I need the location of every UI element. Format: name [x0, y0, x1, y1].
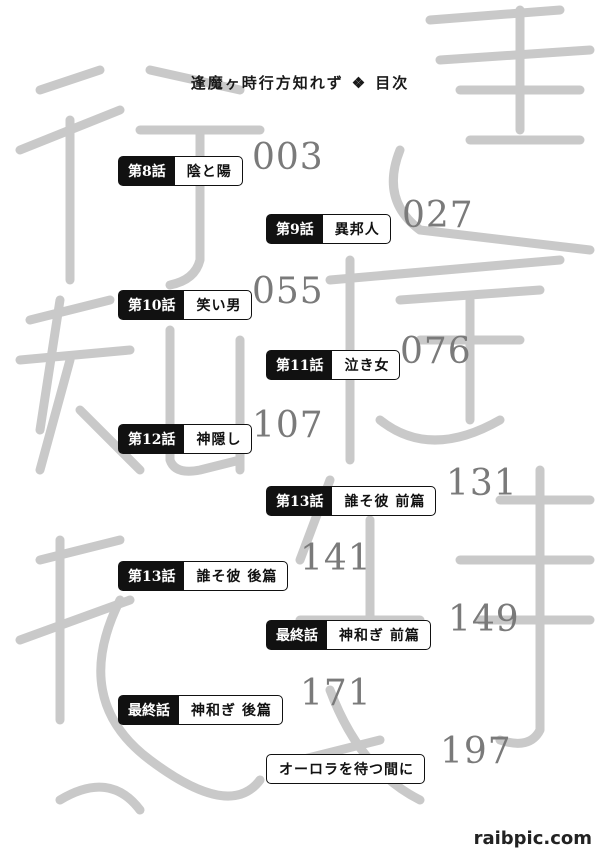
toc-entry[interactable]: 第13話 誰そ彼 前篇: [266, 486, 437, 516]
toc-entry[interactable]: 第9話 異邦人: [266, 214, 391, 244]
chapter-number: 第10話: [119, 291, 185, 319]
page-number: 197: [440, 731, 512, 772]
chapter-title: 泣き女: [344, 358, 390, 374]
toc-entry[interactable]: 第10話 笑い男: [118, 290, 253, 320]
chapter-number: 第13話: [119, 562, 185, 590]
toc-header: 逢魔ヶ時行方知れず ❖ 目次: [0, 72, 600, 93]
toc-entry[interactable]: 第13話 誰そ彼 後篇: [118, 561, 289, 591]
chapter-number: 第11話: [267, 351, 333, 379]
page-number: 107: [252, 405, 324, 446]
manga-title: 逢魔ヶ時行方知れず: [190, 74, 344, 92]
page-number: 027: [402, 195, 474, 236]
chapter-title: 誰そ彼 前篇: [344, 494, 426, 510]
toc-entry[interactable]: 第12話 神隠し: [118, 424, 253, 454]
chapter-title: 誰そ彼 後篇: [196, 569, 278, 585]
toc-label: 目次: [375, 74, 410, 92]
chapter-title: 神和ぎ 前篇: [339, 628, 420, 644]
toc-entry[interactable]: 第11話 泣き女: [266, 350, 401, 380]
page-number: 076: [400, 331, 472, 372]
page-number: 055: [252, 271, 324, 312]
page-number: 141: [300, 538, 372, 579]
toc-entry[interactable]: オーロラを待つ間に: [266, 754, 425, 784]
chapter-title: 神和ぎ 後篇: [191, 703, 272, 719]
page-number: 131: [446, 463, 518, 504]
chapter-title: 神隠し: [196, 432, 242, 448]
chapter-number: 最終話: [267, 621, 327, 649]
toc-entry[interactable]: 最終話 神和ぎ 前篇: [266, 620, 431, 650]
toc-entry[interactable]: 最終話 神和ぎ 後篇: [118, 695, 283, 725]
chapter-title: 陰と陽: [186, 164, 232, 180]
chapter-number: 第12話: [119, 425, 185, 453]
chapter-title: 異邦人: [334, 222, 380, 238]
chapter-number: 第13話: [267, 487, 333, 515]
page-number: 171: [300, 673, 372, 714]
chapter-number: 第9話: [267, 215, 323, 243]
watermark-text: raibpic.com: [473, 828, 592, 849]
chapter-number: 第8話: [119, 157, 175, 185]
chapter-title: オーロラを待つ間に: [279, 762, 414, 778]
page-number: 149: [448, 599, 520, 640]
toc-entry[interactable]: 第8話 陰と陽: [118, 156, 243, 186]
page-number: 003: [252, 137, 324, 178]
chapter-title: 笑い男: [196, 298, 242, 314]
diamond-separator-icon: ❖: [351, 74, 368, 92]
chapter-number: 最終話: [119, 696, 179, 724]
